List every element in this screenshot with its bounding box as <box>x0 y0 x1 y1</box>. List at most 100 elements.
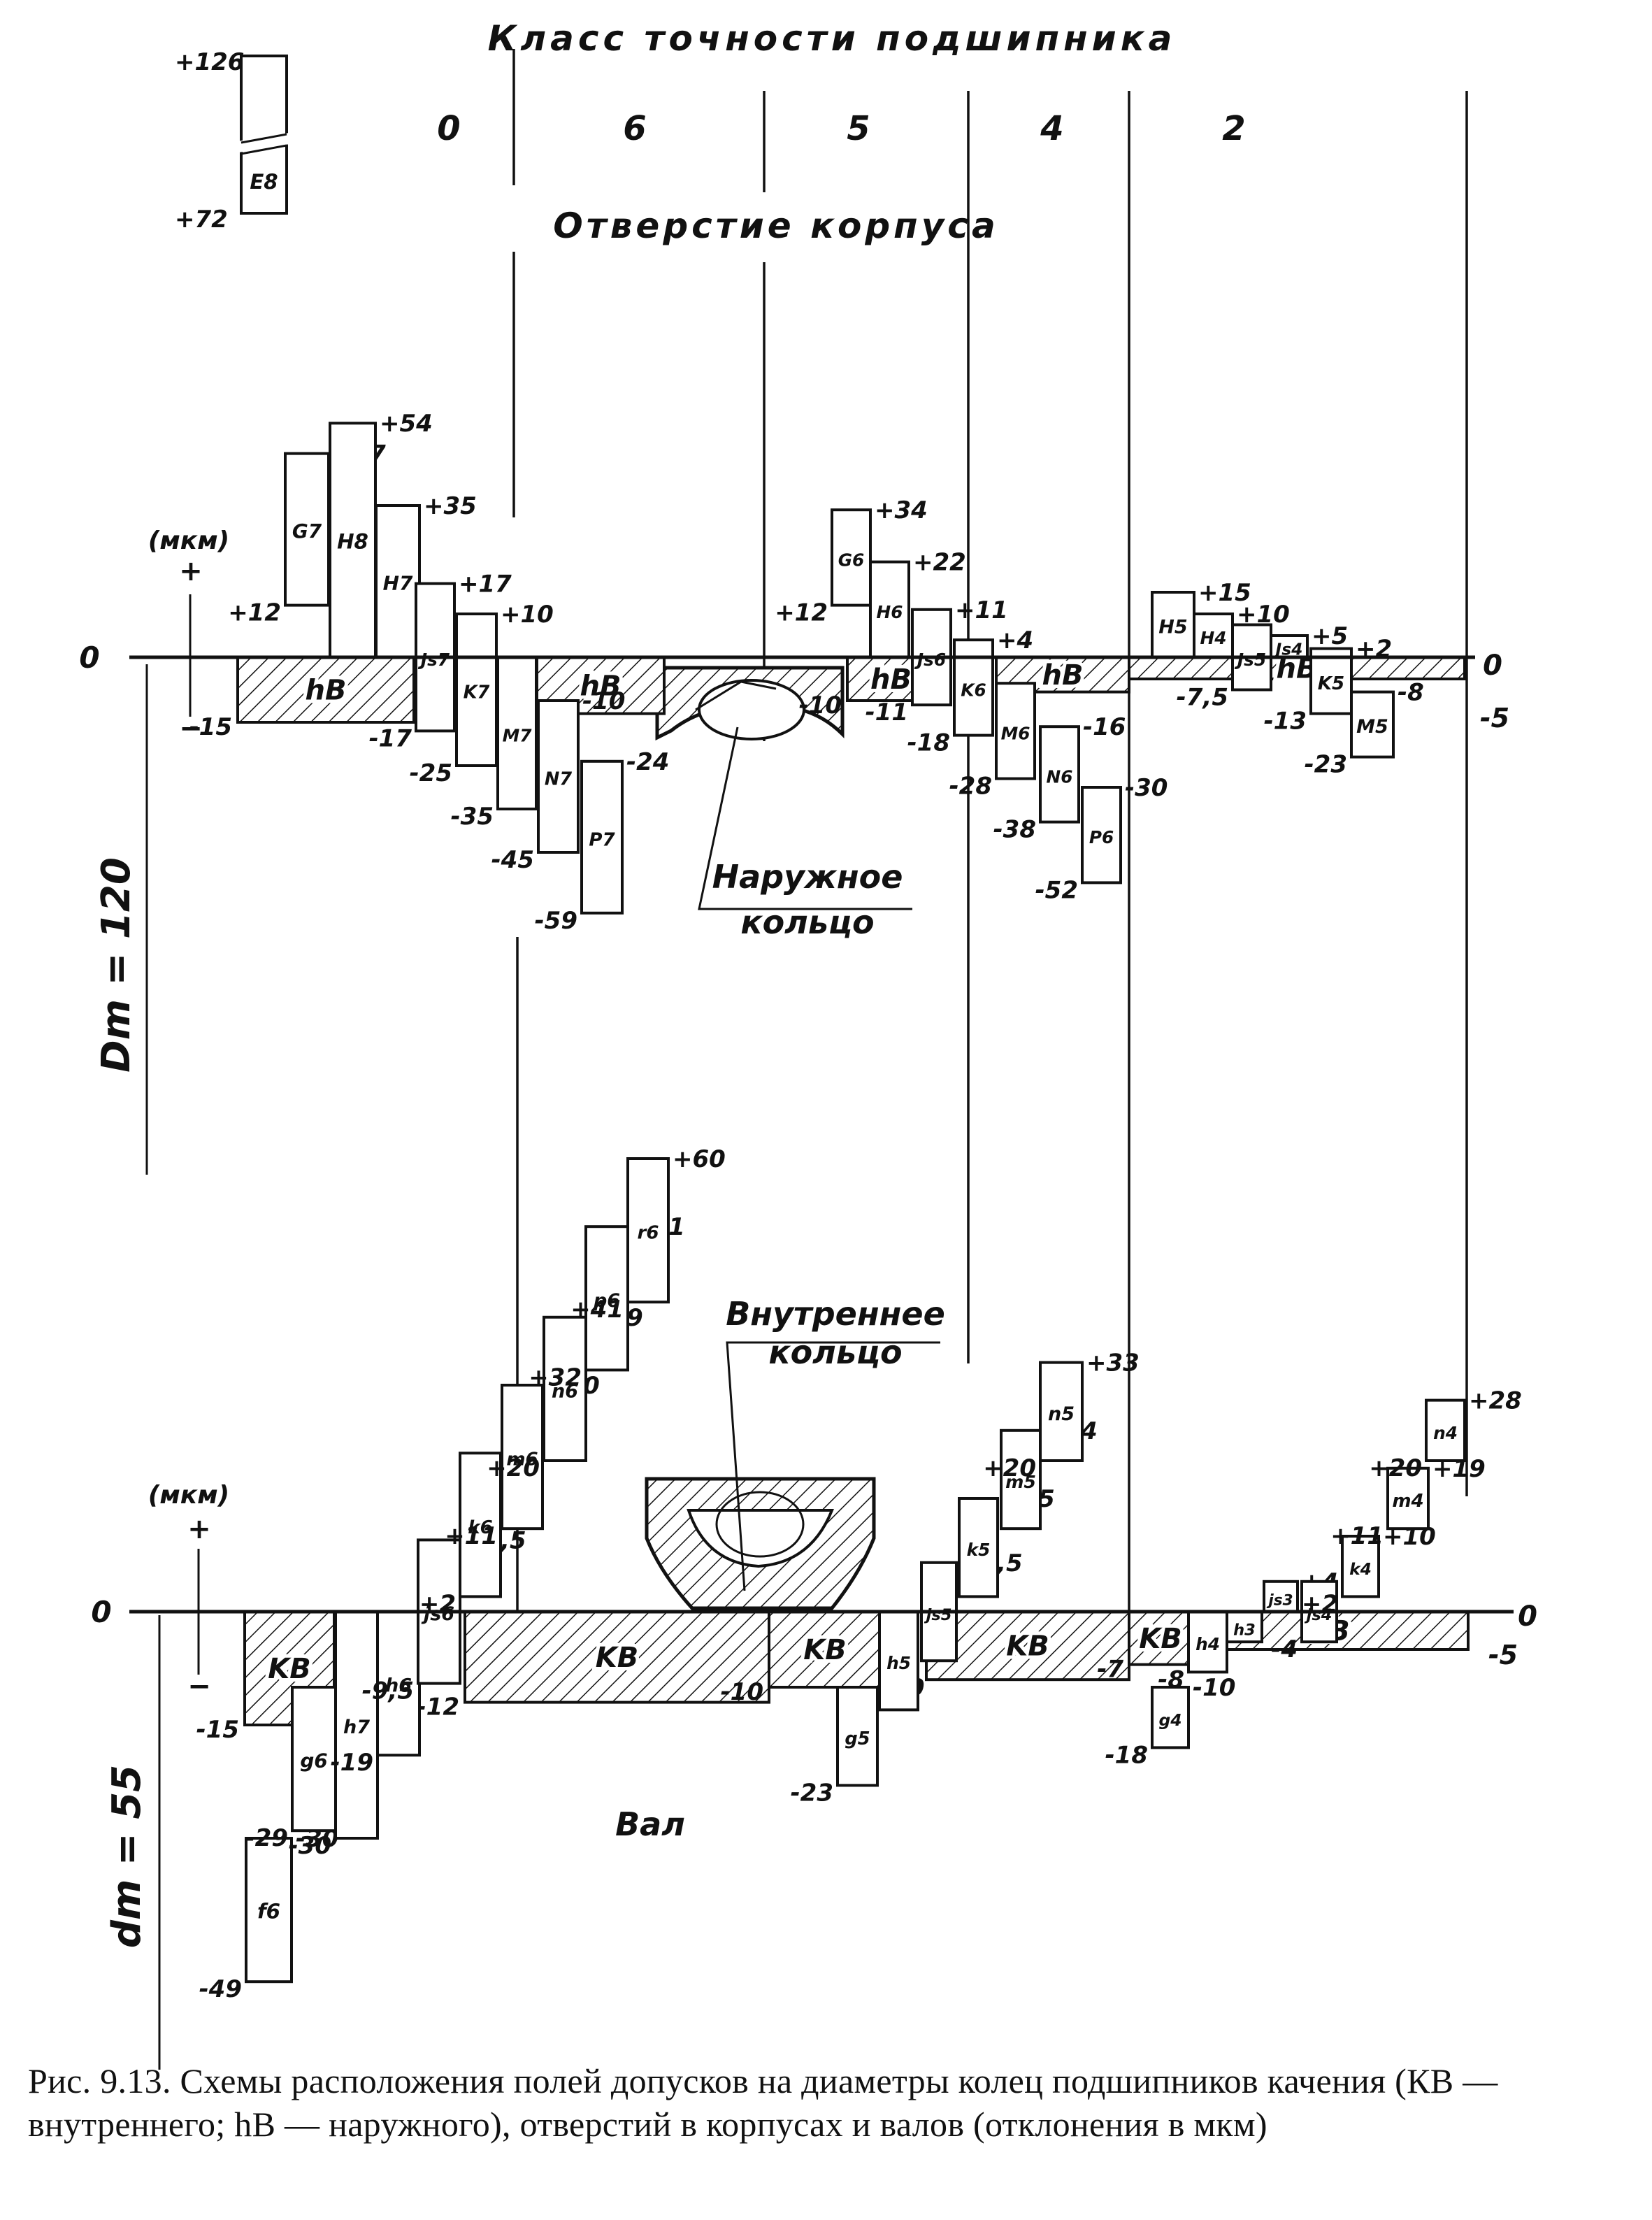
housing-tolerance-field-m5: M5-8-23 <box>1305 679 1424 779</box>
tolerance-field-e8-label: E8 <box>250 170 278 194</box>
housing-bearing-band-label: hB <box>580 670 622 702</box>
tolerance-field-r6-label: r6 <box>637 1223 659 1244</box>
tolerance-field-p6-lower-deviation: -52 <box>1035 876 1078 904</box>
tolerance-field-h3-label: h3 <box>1233 1621 1256 1640</box>
tolerance-field-n6-rect <box>1039 725 1080 824</box>
tolerance-field-p6-upper-deviation: -30 <box>1125 774 1168 802</box>
tolerance-field-h6-label: H6 <box>877 602 903 622</box>
class-2-label: 2 <box>1222 109 1245 148</box>
tolerance-field-m7-rect <box>496 656 538 810</box>
inner-ring-leader <box>726 1341 940 1591</box>
tolerance-field-g4-label: g4 <box>1158 1710 1181 1730</box>
tolerance-field-m5-upper-deviation: -8 <box>1398 679 1424 707</box>
tolerance-field-e8-upper-deviation: +126 <box>175 48 244 76</box>
tolerance-field-js5-lower-deviation: -7,5 <box>1177 684 1228 712</box>
tolerance-field-p6-rect <box>584 1225 629 1372</box>
housing-bearing-band: hB-15 <box>189 656 415 741</box>
tolerance-field-g6-upper-deviation: +34 <box>875 496 928 524</box>
housing-title: Отверстие корпуса <box>553 206 998 246</box>
housing-bearing-band-label: hB <box>870 664 912 696</box>
shaft-bearing-band-label: KB <box>268 1653 310 1685</box>
housing-tolerance-field-m6: M6-28 <box>949 682 1036 801</box>
tolerance-field-h5-upper-deviation: +15 <box>1198 579 1251 607</box>
shaft-bearing-band-label: KB <box>1006 1631 1049 1663</box>
housing-tolerance-field-h7: H7+35 <box>375 492 477 659</box>
tolerance-field-h5-rect <box>1151 591 1195 659</box>
shaft-plus-sign: + <box>187 1513 211 1545</box>
tolerance-field-js6-upper-deviation: +11 <box>955 596 1008 624</box>
tolerance-field-k6-lower-deviation: -18 <box>907 729 950 757</box>
shaft-bearing-band-label: KB <box>1139 1623 1181 1655</box>
shaft-tolerance-field-n5: n5+33+20 <box>983 1349 1140 1482</box>
tolerance-field-h4-rect <box>1193 613 1234 659</box>
tolerance-field-n6-label: N6 <box>1047 766 1073 787</box>
tolerance-field-g6-label: G6 <box>838 550 865 570</box>
housing-bearing-band: hB-13 <box>489 656 666 733</box>
tolerance-field-m5-label: M5 <box>1356 716 1388 738</box>
housing-bearing-band-depth: -10 <box>799 692 842 719</box>
class-6-label: 6 <box>623 109 646 148</box>
housing-tolerance-field-n7: N7-10-45 <box>491 687 626 874</box>
tolerance-field-n7-label: N7 <box>545 769 572 790</box>
tolerance-field-m4-lower-deviation: +11 <box>1330 1522 1384 1550</box>
housing-tolerance-field-js4: Js4+5 <box>1270 622 1348 659</box>
tolerance-field-n5-label: n5 <box>1048 1403 1075 1425</box>
outer-ring-label: Наружное <box>712 858 903 896</box>
shaft-tolerance-field-h5: h5 <box>878 1610 919 1712</box>
tolerance-field-k6-label: K6 <box>961 680 986 700</box>
shaft-title: Вал <box>615 1805 685 1843</box>
tolerance-field-r6-rect <box>626 1157 670 1304</box>
tolerance-field-m5-rect <box>1350 690 1395 759</box>
tolerance-field-g7-lower-deviation: +12 <box>228 599 281 627</box>
tolerance-field-js6-label: js6 <box>421 1603 454 1625</box>
shaft-tolerance-field-k5: k5+15 <box>958 1485 1055 1598</box>
tolerance-field-n6-lower-deviation: -38 <box>993 816 1036 844</box>
tolerance-field-n6-upper-deviation: -16 <box>1083 713 1126 741</box>
bearing-bands-layer: hB-15hB-13hB-10hB-8hBKB-15KB-12KB-10KB-9… <box>189 650 1470 1744</box>
tolerance-field-m5-rect <box>1000 1428 1042 1531</box>
housing-tolerance-field-p6: P6-30-52 <box>1035 774 1168 904</box>
tolerance-field-p6-label: p6 <box>593 1290 620 1312</box>
housing-tolerance-field-h6: H6 +22 <box>869 549 966 659</box>
tolerance-field-m6-rect <box>995 682 1036 780</box>
tolerance-field-n4-lower-deviation: +20 <box>1369 1454 1422 1482</box>
tolerance-field-g6-label: g6 <box>300 1749 327 1773</box>
class-0-label: 0 <box>437 109 460 148</box>
tolerance-field-js7-label: Js7 <box>417 650 450 670</box>
housing-tolerance-field-g7: G7+47+12 <box>228 441 386 627</box>
housing-diameter-label: Dm = 120 <box>94 857 139 1073</box>
tolerance-field-n6-lower-deviation: +20 <box>487 1454 540 1482</box>
tolerance-field-n5-upper-deviation: +33 <box>1086 1349 1140 1377</box>
tolerance-field-js5-label: js5 <box>924 1606 952 1624</box>
housing-tolerance-field-js6: Js6+11-11 <box>865 596 1008 726</box>
shaft-bearing-band-depth: -12 <box>417 1693 459 1721</box>
tolerance-field-f6-lower-deviation: -49 <box>199 1975 242 2003</box>
tolerance-field-k4-rect <box>1341 1535 1380 1598</box>
tolerance-field-m5-label: m5 <box>1005 1472 1036 1492</box>
shaft-bearing-band-depth: -10 <box>721 1678 763 1706</box>
tolerance-field-g5-label: g5 <box>845 1728 870 1749</box>
shaft-diameter-label: dm = 55 <box>104 1765 150 1948</box>
tolerance-field-m6-lower-deviation: +11 <box>445 1522 498 1550</box>
tolerance-field-js4-rect <box>1270 634 1309 659</box>
tolerance-field-p6-lower-deviation: +32 <box>529 1363 582 1391</box>
tolerance-field-h5-label: H5 <box>1158 617 1187 638</box>
tolerance-field-h6-upper-deviation: +22 <box>913 549 966 577</box>
tolerance-field-k5-rect <box>958 1497 999 1598</box>
housing-tolerance-field-p7: P7-24-59 <box>535 748 670 935</box>
tolerance-field-js6-label: Js6 <box>914 650 946 670</box>
tolerance-field-js3-rect <box>1263 1580 1299 1614</box>
housing-tolerance-field-e8: E8+126+72 <box>175 48 291 234</box>
housing-tolerance-field-g6: G6+34+12 <box>775 496 928 626</box>
tolerance-field-h7-rect <box>375 504 421 659</box>
tolerance-field-h7-lower-deviation: -30 <box>289 1832 331 1860</box>
tolerance-field-n4-rect <box>1425 1398 1466 1462</box>
tolerance-field-js7-upper-deviation: +17 <box>459 571 512 599</box>
shaft-zero-left: 0 <box>91 1595 111 1629</box>
shaft-tolerance-field-g4: g4-10-18 <box>1105 1674 1236 1769</box>
tolerance-field-m6-rect <box>501 1384 544 1531</box>
tolerance-field-js6-lower-deviation: -9,5 <box>362 1677 414 1705</box>
tolerance-field-h4-label: h4 <box>1195 1634 1220 1654</box>
housing-bearing-band-label: hB <box>1042 659 1084 692</box>
shaft-bearing-band-depth: -15 <box>196 1716 239 1744</box>
